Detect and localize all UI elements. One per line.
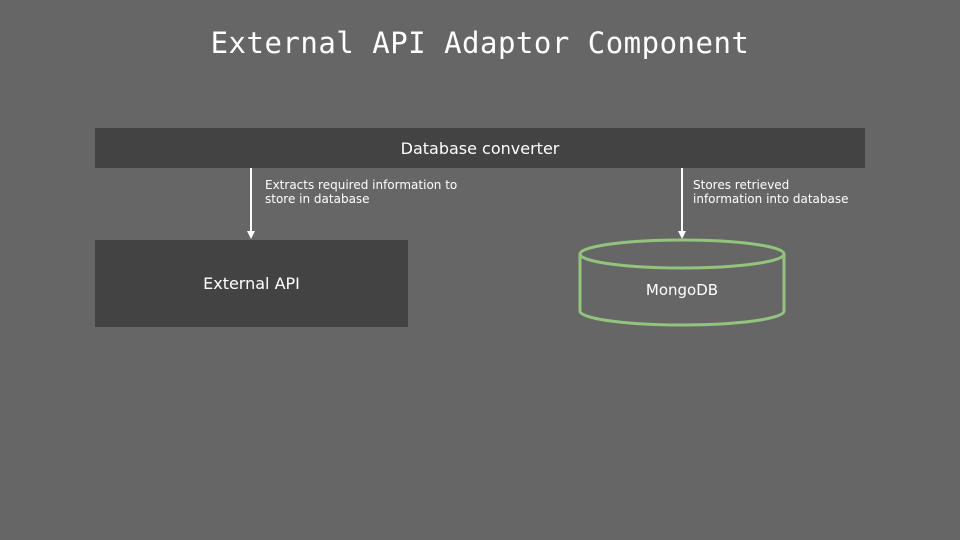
mongodb-cylinder-body bbox=[578, 254, 786, 327]
database-converter-node: Database converter bbox=[95, 128, 865, 168]
database-converter-label: Database converter bbox=[400, 138, 560, 158]
edge-label-extracts: Extracts required information to store i… bbox=[265, 178, 458, 206]
external-api-label: External API bbox=[203, 274, 300, 293]
mongodb-cylinder bbox=[578, 238, 786, 327]
mongodb-label: MongoDB bbox=[645, 281, 719, 299]
mongodb-cylinder-top bbox=[578, 238, 786, 270]
external-api-node: External API bbox=[95, 240, 408, 327]
diagram-title: External API Adaptor Component bbox=[210, 26, 750, 60]
edge-label-stores: Stores retrieved information into databa… bbox=[693, 178, 849, 206]
